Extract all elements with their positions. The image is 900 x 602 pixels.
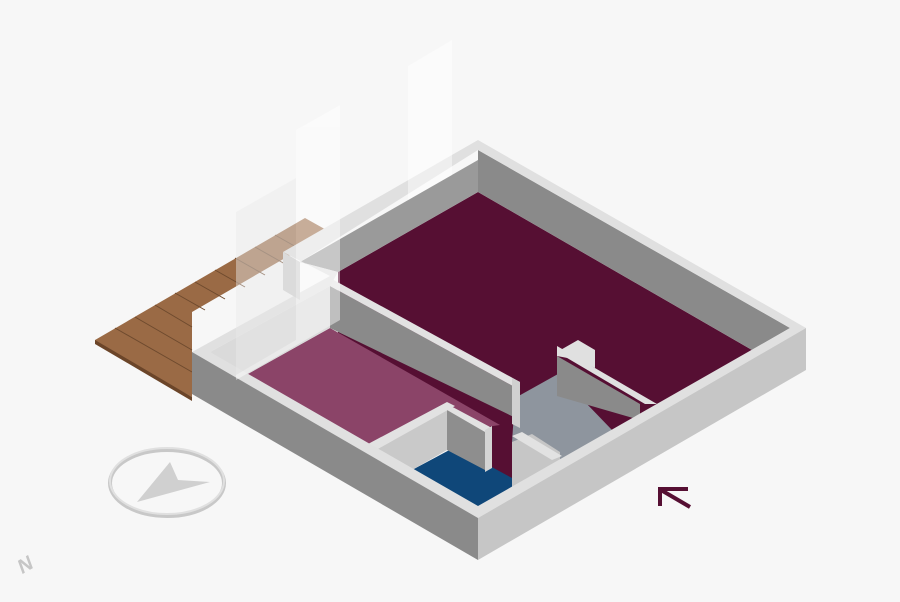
deck — [95, 218, 330, 401]
glass-panels — [236, 40, 452, 380]
entrance-arrow-icon — [658, 487, 692, 509]
walls — [192, 140, 806, 560]
compass-icon — [108, 447, 226, 518]
bathroom-floor — [412, 447, 512, 508]
compass-north-label: N — [16, 551, 36, 579]
